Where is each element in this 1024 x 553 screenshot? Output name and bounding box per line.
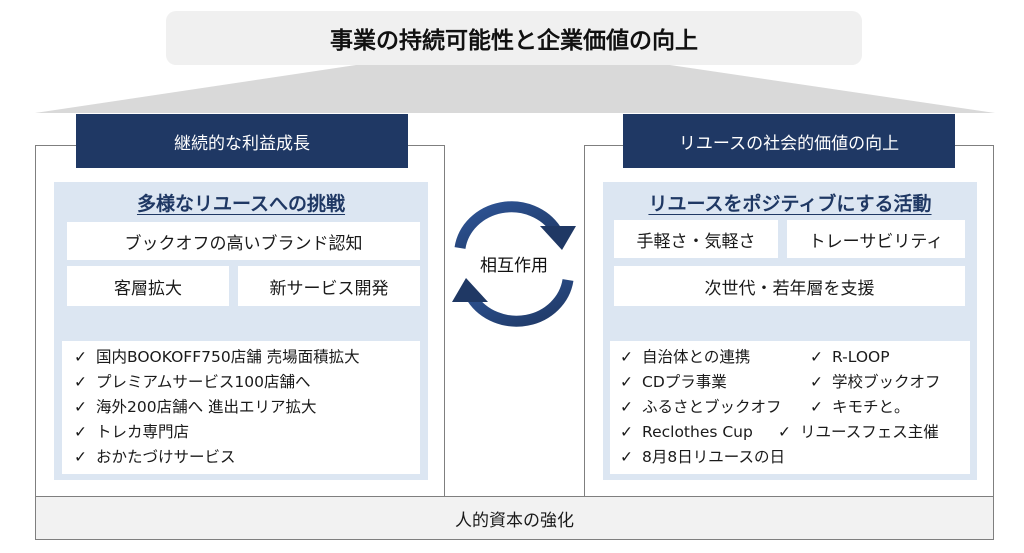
check-icon: ✓: [74, 448, 87, 466]
brand-recognition-box: ブックオフの高いブランド認知: [67, 222, 420, 260]
check-icon: ✓: [810, 398, 823, 416]
left-initiative-list: ✓国内BOOKOFF750店舗 売場面積拡大 ✓プレミアムサービス100店舗へ …: [62, 341, 420, 474]
next-generation-box: 次世代・若年層を支援: [614, 266, 965, 306]
check-icon: ✓: [810, 373, 823, 391]
bottom-arrowhead: [452, 278, 488, 302]
check-icon: ✓: [74, 373, 87, 391]
check-icon: ✓: [620, 348, 633, 366]
check-icon: ✓: [620, 448, 633, 466]
right-initiative-list: ✓自治体との連携 ✓R-LOOP ✓CDプラ事業 ✓学校ブックオフ ✓ふるさとブ…: [610, 341, 970, 474]
customer-expansion-box: 客層拡大: [67, 266, 229, 306]
list-item: ✓学校ブックオフ: [810, 373, 941, 391]
check-icon: ✓: [74, 423, 87, 441]
list-item: ✓キモチと。: [810, 398, 910, 416]
list-item: ✓トレカ専門店: [74, 423, 190, 441]
list-item: ✓R-LOOP: [810, 348, 890, 366]
left-subtitle: 多様なリユースへの挑戦: [136, 192, 346, 215]
top-arc-arrow: [454, 201, 561, 250]
list-item: ✓海外200店舗へ 進出エリア拡大: [74, 398, 317, 416]
check-icon: ✓: [620, 398, 633, 416]
check-icon: ✓: [620, 423, 633, 441]
ease-box: 手軽さ・気軽さ: [614, 220, 778, 258]
list-item: ✓ふるさとブックオフ: [620, 398, 782, 416]
left-header: 継続的な利益成長: [76, 114, 408, 168]
right-header: リユースの社会的価値の向上: [623, 114, 955, 168]
bottom-arc-arrow: [467, 278, 574, 327]
list-item: ✓CDプラ事業: [620, 373, 727, 391]
list-item: ✓自治体との連携: [620, 348, 751, 366]
interaction-label: 相互作用: [480, 255, 548, 276]
list-item: ✓プレミアムサービス100店舗へ: [74, 373, 311, 391]
list-item: ✓リユースフェス主催: [778, 423, 939, 441]
check-icon: ✓: [778, 423, 791, 441]
new-service-box: 新サービス開発: [238, 266, 420, 306]
roof-trapezoid: [35, 65, 995, 113]
list-item: ✓8月8日リユースの日: [620, 448, 785, 466]
check-icon: ✓: [620, 373, 633, 391]
list-item: ✓Reclothes Cup: [620, 423, 753, 441]
top-arrowhead: [540, 226, 576, 250]
cycle-arrows-icon: [452, 201, 576, 327]
list-item: ✓国内BOOKOFF750店舗 売場面積拡大: [74, 348, 360, 366]
right-subtitle: リユースをポジティブにする活動: [648, 192, 932, 215]
traceability-box: トレーサビリティ: [787, 220, 965, 258]
check-icon: ✓: [74, 348, 87, 366]
page-title: 事業の持続可能性と企業価値の向上: [166, 11, 862, 65]
human-capital-bar: 人的資本の強化: [35, 496, 994, 540]
list-item: ✓おかたづけサービス: [74, 448, 236, 466]
check-icon: ✓: [810, 348, 823, 366]
check-icon: ✓: [74, 398, 87, 416]
